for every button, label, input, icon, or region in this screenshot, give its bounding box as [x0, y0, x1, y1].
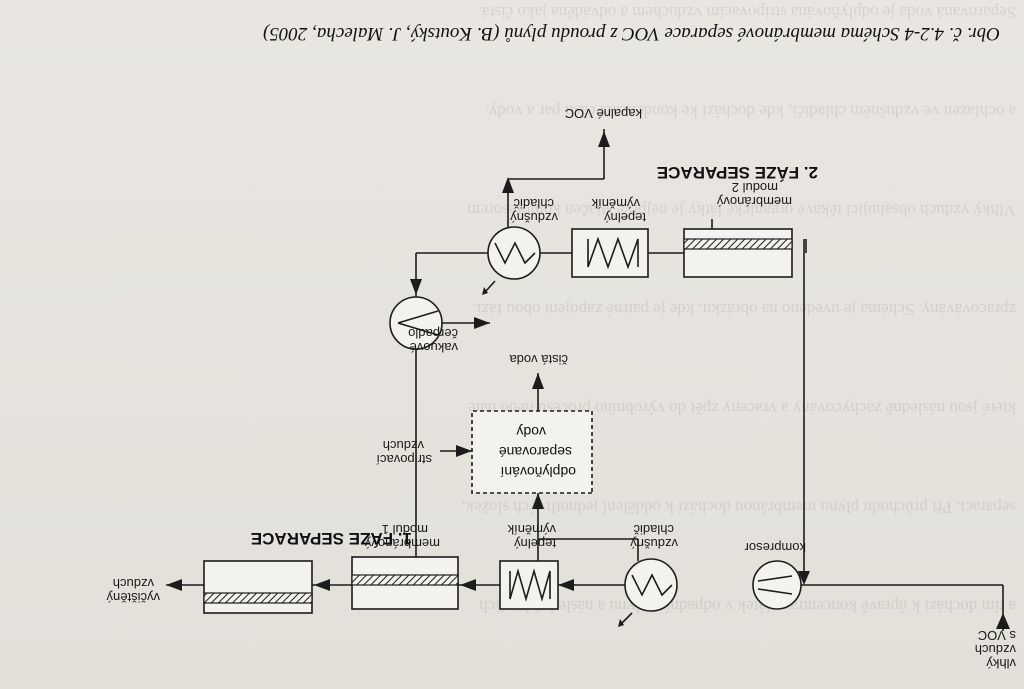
heat-exchanger-2: [571, 228, 649, 278]
label-degassing-line3: vody: [516, 424, 546, 440]
process-lines: [166, 129, 1004, 631]
label-module2-line2: modul 2: [732, 180, 778, 195]
arrow-to-degassing: [532, 493, 544, 509]
outlet-module-body: [203, 560, 313, 614]
membrane-module-2-body: [683, 228, 793, 278]
compressor: [752, 560, 802, 610]
label-cooler1-line2: chladič: [633, 522, 674, 537]
label-exchanger2-line1: tepelný: [604, 210, 646, 225]
arrow-retentate-in: [798, 571, 810, 585]
label-liquid-voc: kapalné VOC: [565, 106, 642, 121]
label-module1-line2: modul 1: [382, 522, 428, 537]
flow-arrows: [166, 131, 1010, 629]
arrow-to-module-out: [314, 579, 330, 591]
label-clean-air-line2: vzduch: [113, 576, 154, 591]
label-degassing-line2: separované: [499, 444, 572, 460]
air-cooler-2: [482, 226, 541, 295]
arrow-inlet: [996, 613, 1010, 629]
label-clean-water: čistá voda: [509, 352, 568, 367]
membrane-module-1: [351, 556, 459, 610]
stage2-title: 2. FÁZE SEPARACE: [657, 163, 818, 182]
membrane-1-layer: [351, 574, 459, 586]
arrow-stripping-air: [456, 445, 472, 457]
arrow-clean-air: [166, 579, 182, 591]
label-pump-line1: vakuové: [410, 340, 458, 355]
label-stripping-line2: vzduch: [383, 438, 424, 453]
diagram-labels: vlhký vzduch s VOC kompresor vzdušný chl…: [106, 106, 1016, 671]
arrow-stage2-vent: [502, 177, 514, 193]
label-stripping-line1: stripovací: [376, 452, 432, 467]
membrane-module-2: [683, 228, 793, 278]
heat-exchanger-2-icon: [571, 228, 649, 278]
arrow-to-pump: [474, 317, 490, 329]
air-cooler-1: [618, 558, 678, 627]
arrow-to-module1: [460, 579, 476, 591]
label-module2-line1: membránový: [716, 194, 792, 209]
label-degassing-line1: odplyňování: [500, 464, 576, 480]
arrow-clean-water: [532, 373, 544, 389]
outlet-module: [203, 560, 313, 614]
label-clean-air-line1: vyčištěný: [106, 590, 160, 605]
label-exchanger1-line1: tepelný: [514, 536, 556, 551]
label-module1-line1: membránový: [364, 536, 440, 551]
label-inlet-line3: s VOC: [978, 628, 1016, 643]
cooler-2-icon: [487, 226, 541, 280]
arrow-liquid-voc: [598, 131, 610, 147]
stage1-title: 1. FÁZE SEPARACE: [251, 529, 412, 548]
vacuum-pump: [389, 296, 443, 350]
heat-exchanger-1: [499, 560, 559, 610]
label-cooler1-line1: vzdušný: [630, 536, 678, 551]
cooler-1-icon: [624, 558, 678, 612]
compressor-icon: [752, 560, 802, 610]
degassing-box: [471, 410, 593, 494]
figure-caption: Obr. č. 4.2-4 Schéma membránové separace…: [263, 23, 1000, 44]
label-exchanger2-line2: výměník: [591, 196, 640, 211]
arrow-pump-out: [410, 279, 422, 295]
label-inlet-line1: vlhký: [986, 656, 1016, 671]
label-inlet-line2: vzduch: [975, 642, 1016, 657]
arrow-to-exchanger1: [558, 579, 574, 591]
label-cooler2-line1: vzdušný: [510, 210, 558, 225]
label-exchanger1-line2: výměník: [507, 522, 556, 537]
label-cooler2-line2: chladič: [513, 196, 554, 211]
degassing-box-outline: [471, 410, 593, 494]
label-pump-line2: čerpadlo: [408, 326, 458, 341]
vacuum-pump-icon: [389, 296, 443, 350]
outlet-module-layer: [203, 592, 313, 604]
membrane-2-layer: [683, 238, 793, 250]
label-compressor: kompresor: [744, 540, 806, 555]
